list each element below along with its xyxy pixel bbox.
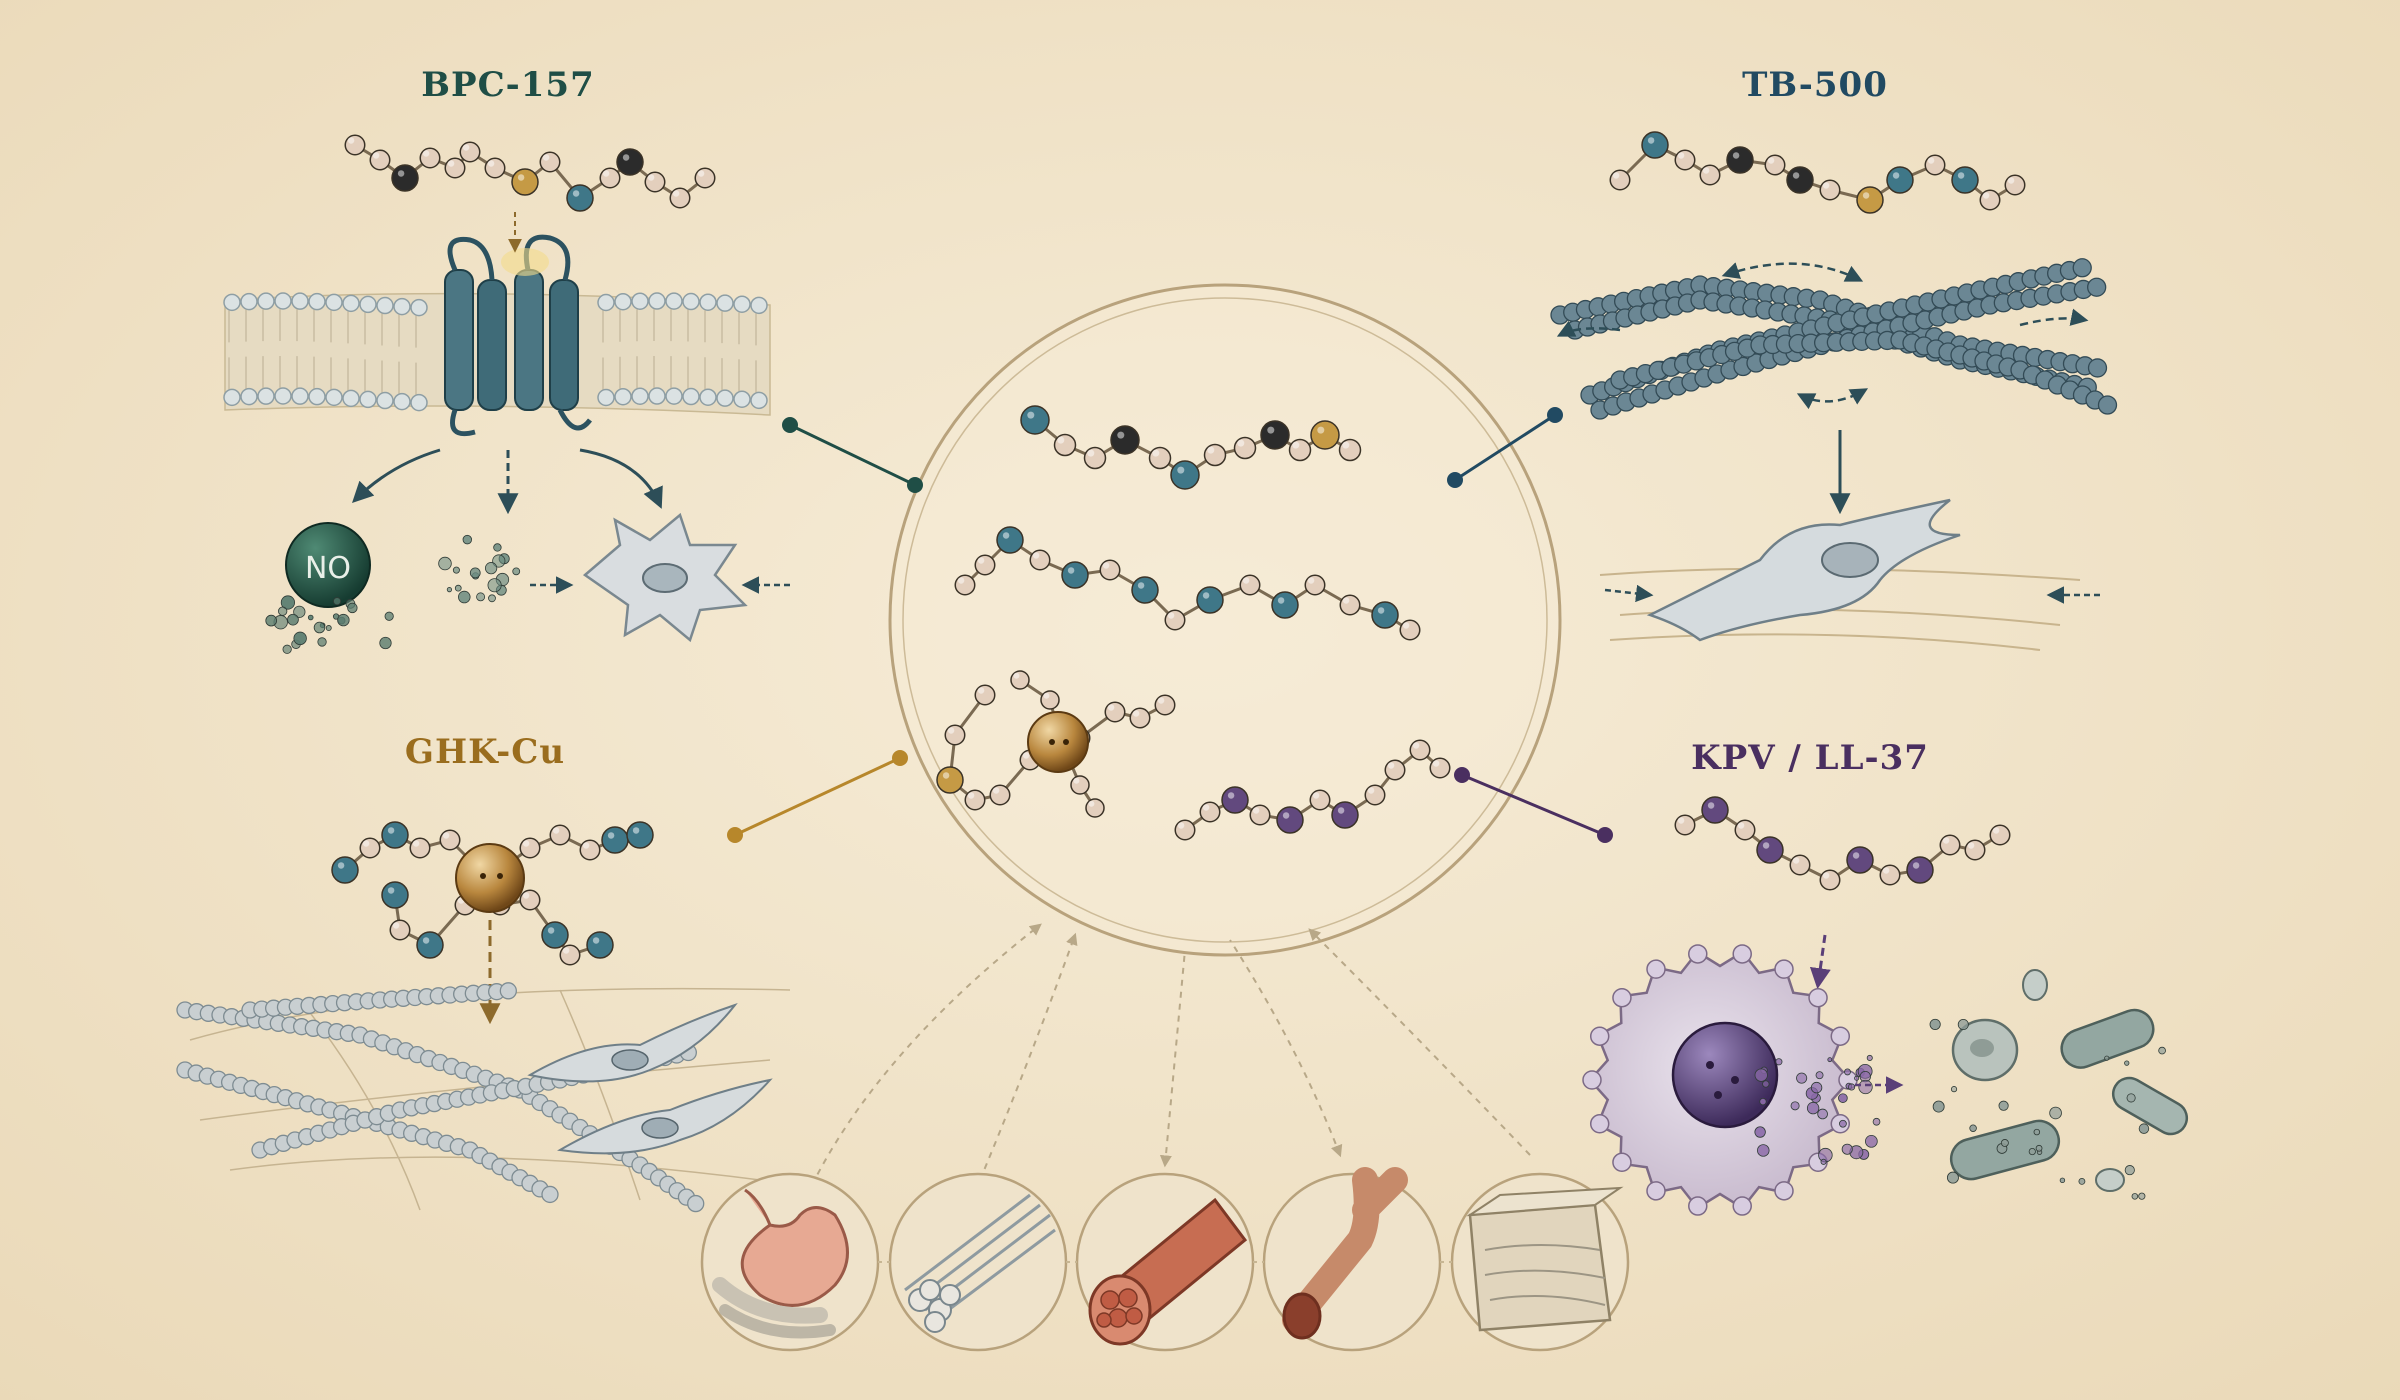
peptide-chain-icon xyxy=(1020,405,1362,490)
copper-ion-icon xyxy=(455,843,525,913)
skin-icon xyxy=(1450,1172,1630,1352)
actin-filaments-icon xyxy=(1550,258,2118,420)
stomach-icon xyxy=(700,1172,880,1352)
connector-lines xyxy=(727,407,1613,843)
migrating-cell-icon xyxy=(1646,498,1961,642)
bpc-157-label: BPC-157 xyxy=(421,65,595,105)
nitric-oxide-icon xyxy=(285,522,371,608)
ghk-cu-label: GHK-Cu xyxy=(404,732,566,772)
peptide-chain-icon xyxy=(344,134,716,212)
central-peptide-circle xyxy=(888,283,1562,957)
tendon-icon xyxy=(888,1172,1068,1352)
tissue-arrows xyxy=(811,923,1531,1186)
muscle-icon xyxy=(1075,1172,1255,1352)
signal-particles xyxy=(438,534,521,604)
tb-panel xyxy=(1550,258,2118,651)
copper-ion-icon xyxy=(1027,711,1089,773)
ghk-panel xyxy=(176,843,791,1213)
peptide-chain-icon xyxy=(1674,796,2011,891)
bacteria-particles xyxy=(1929,1018,2166,1200)
fibroblast-icon xyxy=(557,1078,773,1155)
blood-vessel-icon xyxy=(1262,1167,1442,1352)
collagen-fibers-icon xyxy=(176,982,705,1213)
tb-500-label: TB-500 xyxy=(1742,65,1888,105)
kpv-ll37-label: KPV / LL-37 xyxy=(1691,738,1929,778)
fibroblast-icon xyxy=(527,1003,738,1083)
bpc-panel: NO xyxy=(223,212,790,654)
no-label: NO xyxy=(305,551,351,586)
central-circle-inner-ring xyxy=(902,297,1548,943)
kpv-panel xyxy=(1582,934,2189,1216)
antimicrobial-particles xyxy=(1754,1054,1881,1165)
receptor-protein xyxy=(444,234,592,437)
peptide-chain-icon xyxy=(1609,131,2026,214)
membrane-lipids xyxy=(223,292,768,412)
peptide-chain-icon xyxy=(1174,739,1451,841)
peptide-chain-icon xyxy=(954,526,1421,641)
nitric-oxide-particles xyxy=(265,595,394,654)
